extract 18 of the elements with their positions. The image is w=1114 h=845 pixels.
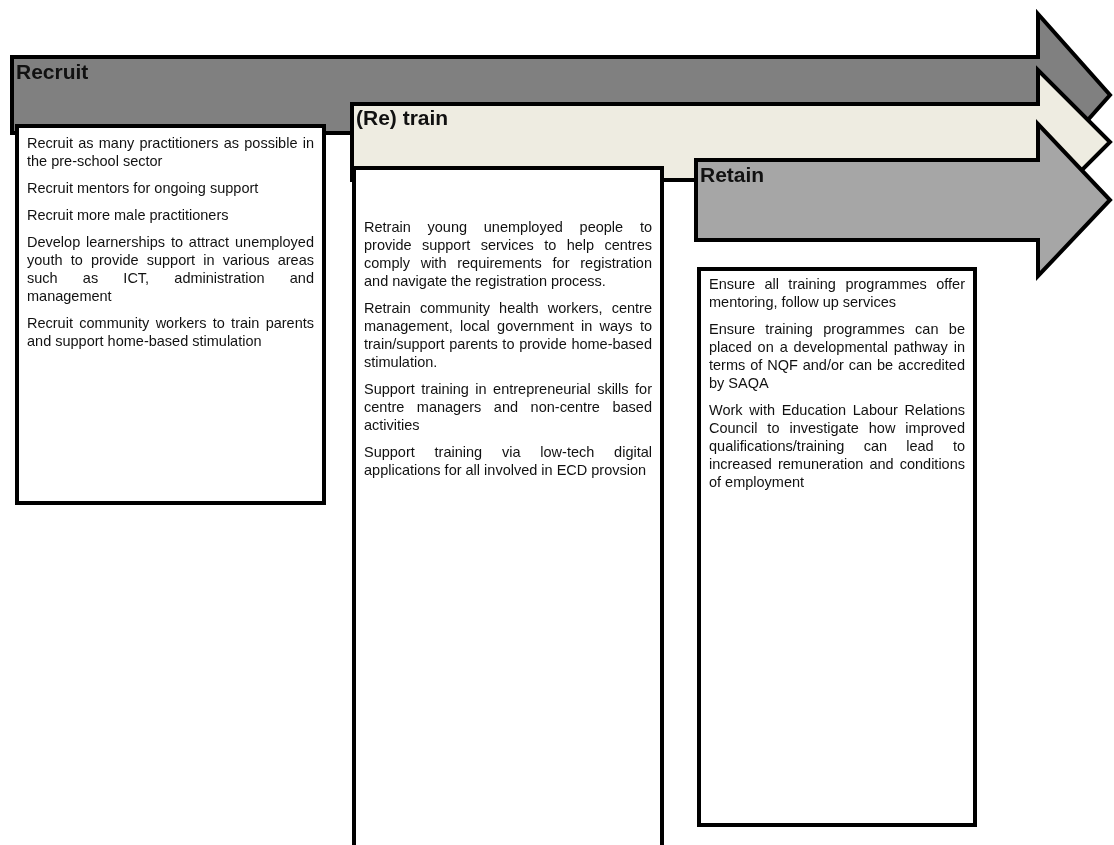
- panel-text: Retrain young unemployed people to provide support services to help centres comply with requirements for registration and navigate the registration process.: [364, 218, 652, 290]
- arrow-heading: Recruit: [16, 60, 89, 84]
- text-panel: [352, 166, 664, 845]
- panel-text: Ensure all training programmes offer mentoring, follow up services: [709, 275, 965, 311]
- arrow-heading: (Re) train: [356, 106, 449, 130]
- panel-text: Work with Education Labour Relations Council to investigate how improved qualifications/training can lead to increased remuneration and conditions of employment: [709, 401, 965, 491]
- panel-text: Recruit more male practitioners: [27, 206, 230, 224]
- panel-text: Support training via low-tech digital applications for all involved in ECD provsion: [364, 443, 652, 479]
- panel-text: Recruit mentors for ongoing support: [27, 179, 260, 197]
- text-panel: [697, 267, 977, 827]
- panel-text: Ensure training programmes can be placed on a developmental pathway in terms of NQF and/or can be accredited by SAQA: [709, 320, 965, 392]
- panel-text: Recruit as many practitioners as possible in the pre-school sector: [27, 134, 314, 170]
- panel-text: Support training in entrepreneurial skills for centre managers and non-centre based activities: [364, 380, 652, 434]
- text-panel: [15, 124, 326, 505]
- arrow-heading: Retain: [700, 163, 765, 187]
- panel-text: Develop learnerships to attract unemployed youth to provide support in various areas such as ICT, administration and management: [27, 233, 314, 305]
- panel-text: Retrain community health workers, centre management, local government in ways to train/support parents to provide home-based stimulation.: [364, 299, 652, 371]
- panel-text: Recruit community workers to train parents and support home-based stimulation: [27, 314, 314, 350]
